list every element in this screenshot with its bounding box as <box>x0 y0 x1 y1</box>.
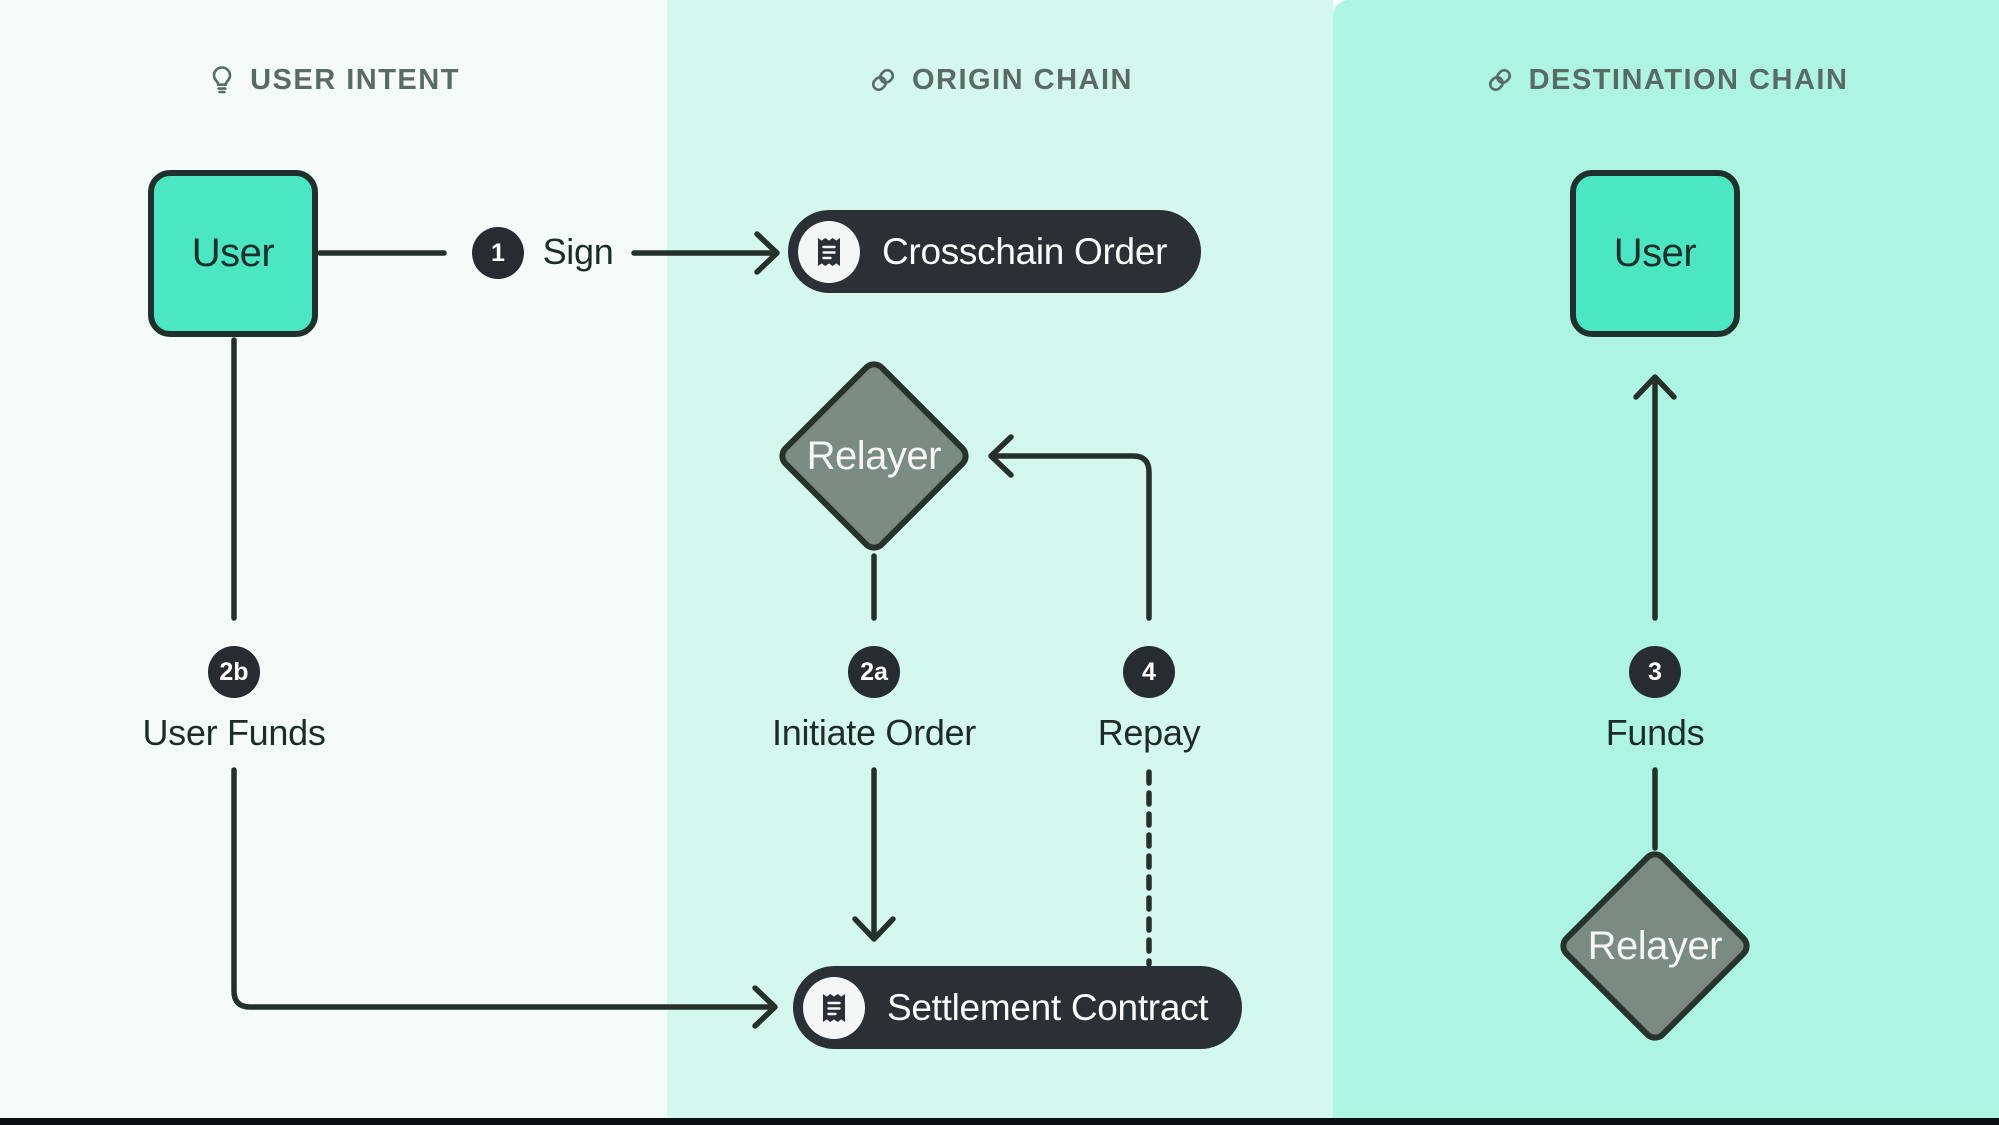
node-label: User <box>1613 231 1697 275</box>
badge-text: 4 <box>1142 657 1156 686</box>
origin-chain-panel <box>667 0 1333 1118</box>
node-label: Crosschain Order <box>882 230 1168 272</box>
user-node-destination: User <box>1570 170 1740 337</box>
column-header-destination-chain: DESTINATION CHAIN <box>1333 58 1999 102</box>
node-label: Relayer <box>806 433 942 478</box>
step-label-sign: Sign <box>542 231 614 272</box>
bottom-edge-bar <box>0 1118 1999 1125</box>
badge-text: 3 <box>1648 657 1662 686</box>
user-intent-panel <box>0 0 667 1118</box>
link-icon <box>1488 68 1511 92</box>
step-label-initiate-order: Initiate Order <box>772 712 976 753</box>
user-node-origin: User <box>148 170 318 337</box>
node-label: Settlement Contract <box>887 986 1209 1028</box>
node-label: User <box>191 231 275 275</box>
receipt-icon <box>798 220 860 283</box>
column-header-origin-chain: ORIGIN CHAIN <box>667 58 1333 102</box>
lightbulb-icon <box>212 66 232 94</box>
step-badge-3: 3 <box>1629 646 1681 698</box>
badge-text: 1 <box>491 238 505 267</box>
step-label-repay: Repay <box>1097 712 1201 753</box>
step-label-funds: Funds <box>1605 712 1705 753</box>
settlement-contract-node: Settlement Contract <box>793 966 1243 1049</box>
step-badge-2a: 2a <box>848 646 900 698</box>
crosschain-order-node: Crosschain Order <box>788 210 1202 293</box>
badge-text: 2a <box>860 657 888 686</box>
column-header-user-intent: USER INTENT <box>0 58 667 102</box>
step-badge-2b: 2b <box>208 646 260 698</box>
column-title: USER INTENT <box>250 63 460 96</box>
badge-text: 2b <box>219 657 249 686</box>
receipt-icon <box>803 976 865 1039</box>
node-label: Relayer <box>1587 923 1723 968</box>
column-title: DESTINATION CHAIN <box>1528 63 1849 96</box>
step-badge-4: 4 <box>1123 646 1175 698</box>
step-label-user-funds: User Funds <box>142 712 326 753</box>
step-badge-1: 1 <box>472 227 524 279</box>
link-icon <box>871 68 895 92</box>
column-title: ORIGIN CHAIN <box>912 63 1133 96</box>
